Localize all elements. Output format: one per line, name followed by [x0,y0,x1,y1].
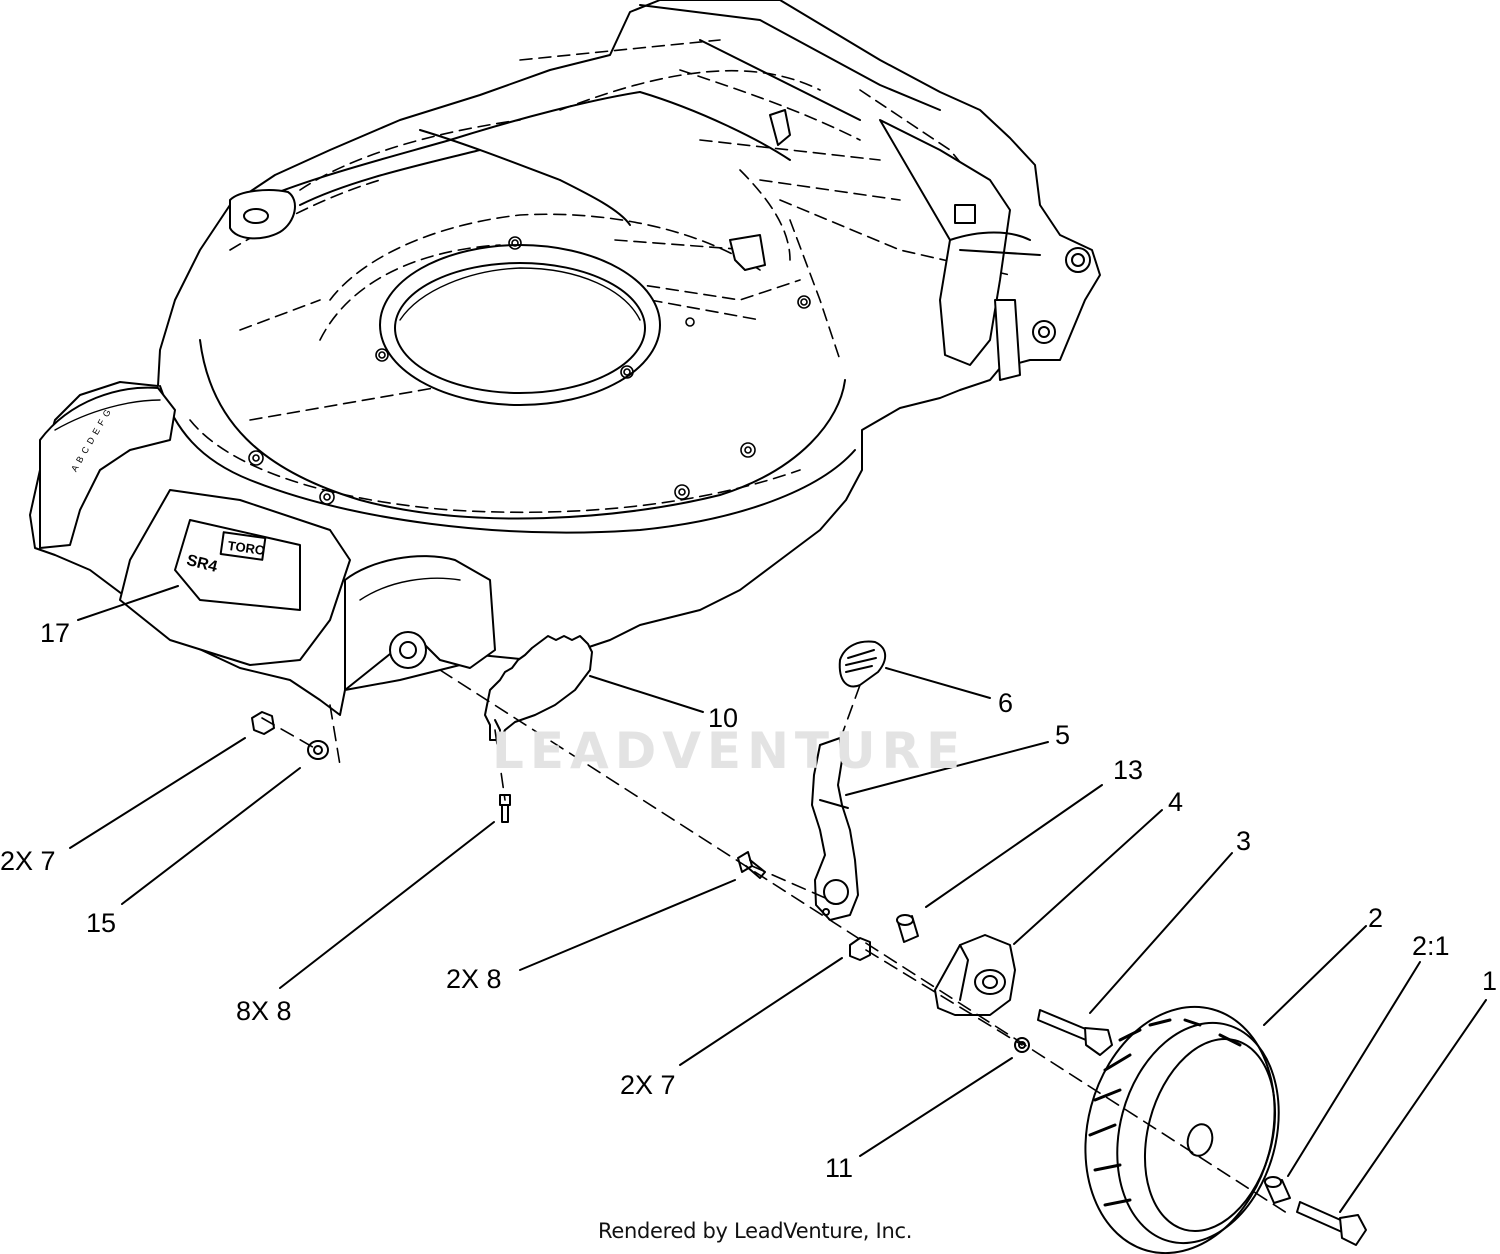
part-10-adjuster-plate [484,635,593,741]
callout-11: 11 [825,1153,854,1183]
part-7-nut-lower [849,937,871,961]
deck-logo-text: TORO [227,538,266,558]
part-4-pivot-bracket [934,934,1016,1016]
callout-8x8: 8X 8 [236,996,292,1026]
part-15-washer [307,740,329,760]
callout-2-1: 2:1 [1412,931,1450,961]
mower-deck [29,0,1101,716]
callout-2x7-upper: 2X 7 [0,846,56,876]
assembly-axis-lines [261,669,1291,1216]
callout-13: 13 [1113,755,1144,785]
callout-1: 1 [1482,966,1498,996]
part-7-nut-upper [251,711,275,735]
part-5-lever [811,737,859,921]
callout-3: 3 [1236,826,1252,856]
callout-2x7-lower: 2X 7 [620,1070,676,1100]
part-8-bolt-deck [499,794,511,823]
watermark: LEADVENTURE [492,722,967,780]
part-13-spacer [896,914,919,943]
part-6-knob [838,640,887,688]
part-2-1-bushing [1264,1176,1291,1204]
part-3-bolt [1037,1009,1113,1056]
part-1-bolt [1296,1201,1367,1246]
callout-2x8: 2X 8 [446,964,502,994]
part-2-wheel [1084,1005,1280,1254]
callout-15: 15 [86,908,117,938]
callout-5: 5 [1055,720,1071,750]
leader-lines [69,585,1487,1213]
callout-10: 10 [708,703,739,733]
callout-4: 4 [1168,787,1184,817]
callout-17: 17 [40,618,71,648]
callout-6: 6 [998,688,1014,718]
callout-2: 2 [1368,903,1384,933]
part-8-bolt-lever [737,851,766,879]
render-credit: Rendered by LeadVenture, Inc. [598,1219,913,1243]
